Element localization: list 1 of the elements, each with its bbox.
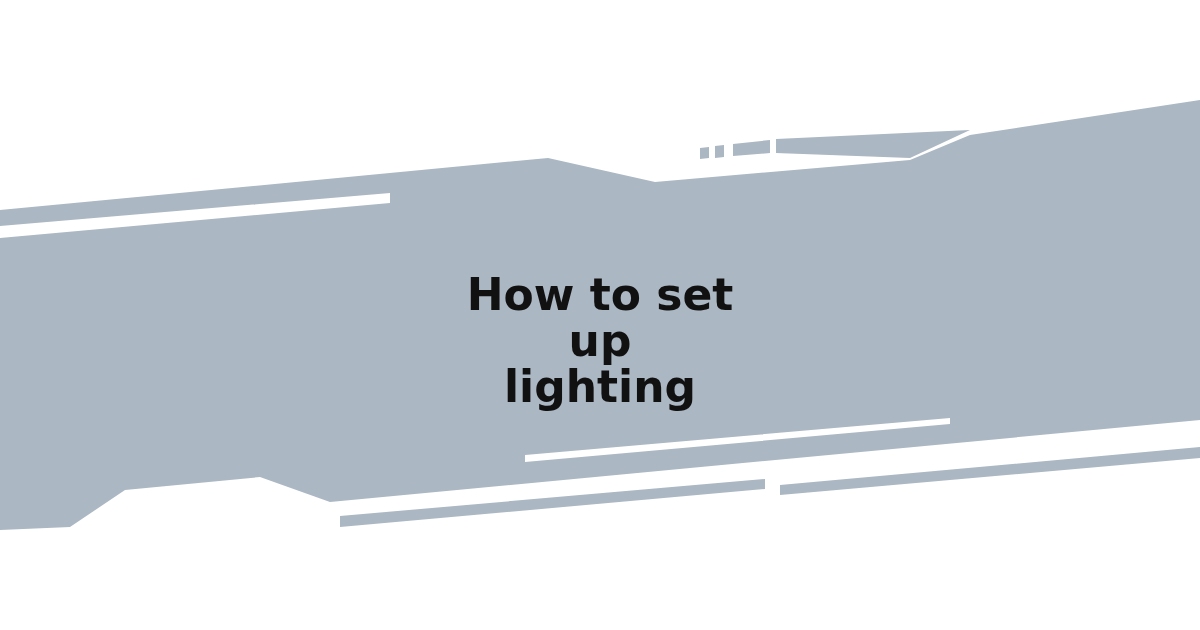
- title: How to set up lighting: [465, 272, 735, 410]
